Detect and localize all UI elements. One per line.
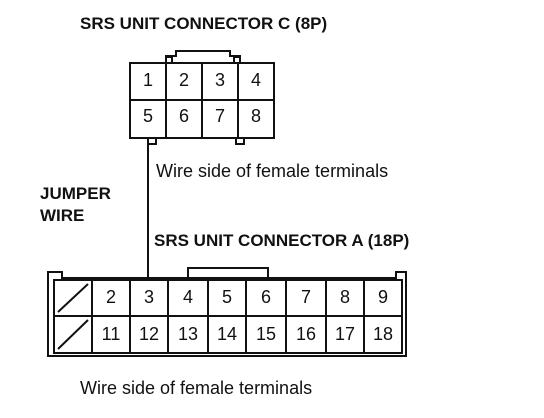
connector-a-caption: Wire side of female terminals: [80, 378, 313, 398]
terminal-a-11: 11: [101, 324, 121, 344]
terminal-a-6: 6: [260, 287, 271, 307]
connector-c-caption: Wire side of female terminals: [156, 161, 389, 181]
terminal-c-2: 2: [178, 70, 189, 90]
connector-a-title: SRS UNIT CONNECTOR A (18P): [154, 231, 410, 250]
connector-c-tab: [235, 137, 245, 145]
connector-c-tab: [147, 137, 157, 145]
terminal-a-4: 4: [182, 287, 193, 307]
terminal-c-7: 7: [214, 106, 225, 126]
terminal-c-4: 4: [250, 70, 261, 90]
terminal-c-8: 8: [250, 106, 261, 126]
terminal-a-9: 9: [377, 287, 388, 307]
blank-cell-hatch: [57, 283, 89, 313]
jumper-label-line-1: JUMPER: [40, 184, 111, 203]
terminal-c-1: 1: [142, 70, 153, 90]
terminal-a-12: 12: [138, 324, 160, 344]
terminal-a-8: 8: [339, 287, 350, 307]
connector-c-tab: [233, 56, 241, 64]
terminal-a-14: 14: [216, 324, 238, 344]
terminal-c-3: 3: [214, 70, 225, 90]
terminal-a-5: 5: [221, 287, 232, 307]
terminal-a-16: 16: [295, 324, 317, 344]
terminal-a-3: 3: [143, 287, 154, 307]
connector-c-title: SRS UNIT CONNECTOR C (8P): [80, 14, 328, 33]
connector-c-latch: [165, 50, 241, 63]
terminal-c-5: 5: [142, 106, 153, 126]
terminal-a-15: 15: [255, 324, 277, 344]
terminal-a-18: 18: [372, 324, 394, 344]
terminal-a-7: 7: [300, 287, 311, 307]
connector-a-latch: [187, 267, 269, 278]
connector-c-tab: [165, 56, 173, 64]
terminal-a-2: 2: [105, 287, 116, 307]
terminal-a-17: 17: [334, 324, 356, 344]
blank-cell-hatch: [57, 319, 89, 350]
terminal-a-13: 13: [177, 324, 199, 344]
terminal-c-6: 6: [178, 106, 189, 126]
jumper-wire-label: JUMPER WIRE: [40, 183, 111, 227]
jumper-label-line-2: WIRE: [40, 206, 85, 225]
connector-a-body: [47, 271, 407, 357]
